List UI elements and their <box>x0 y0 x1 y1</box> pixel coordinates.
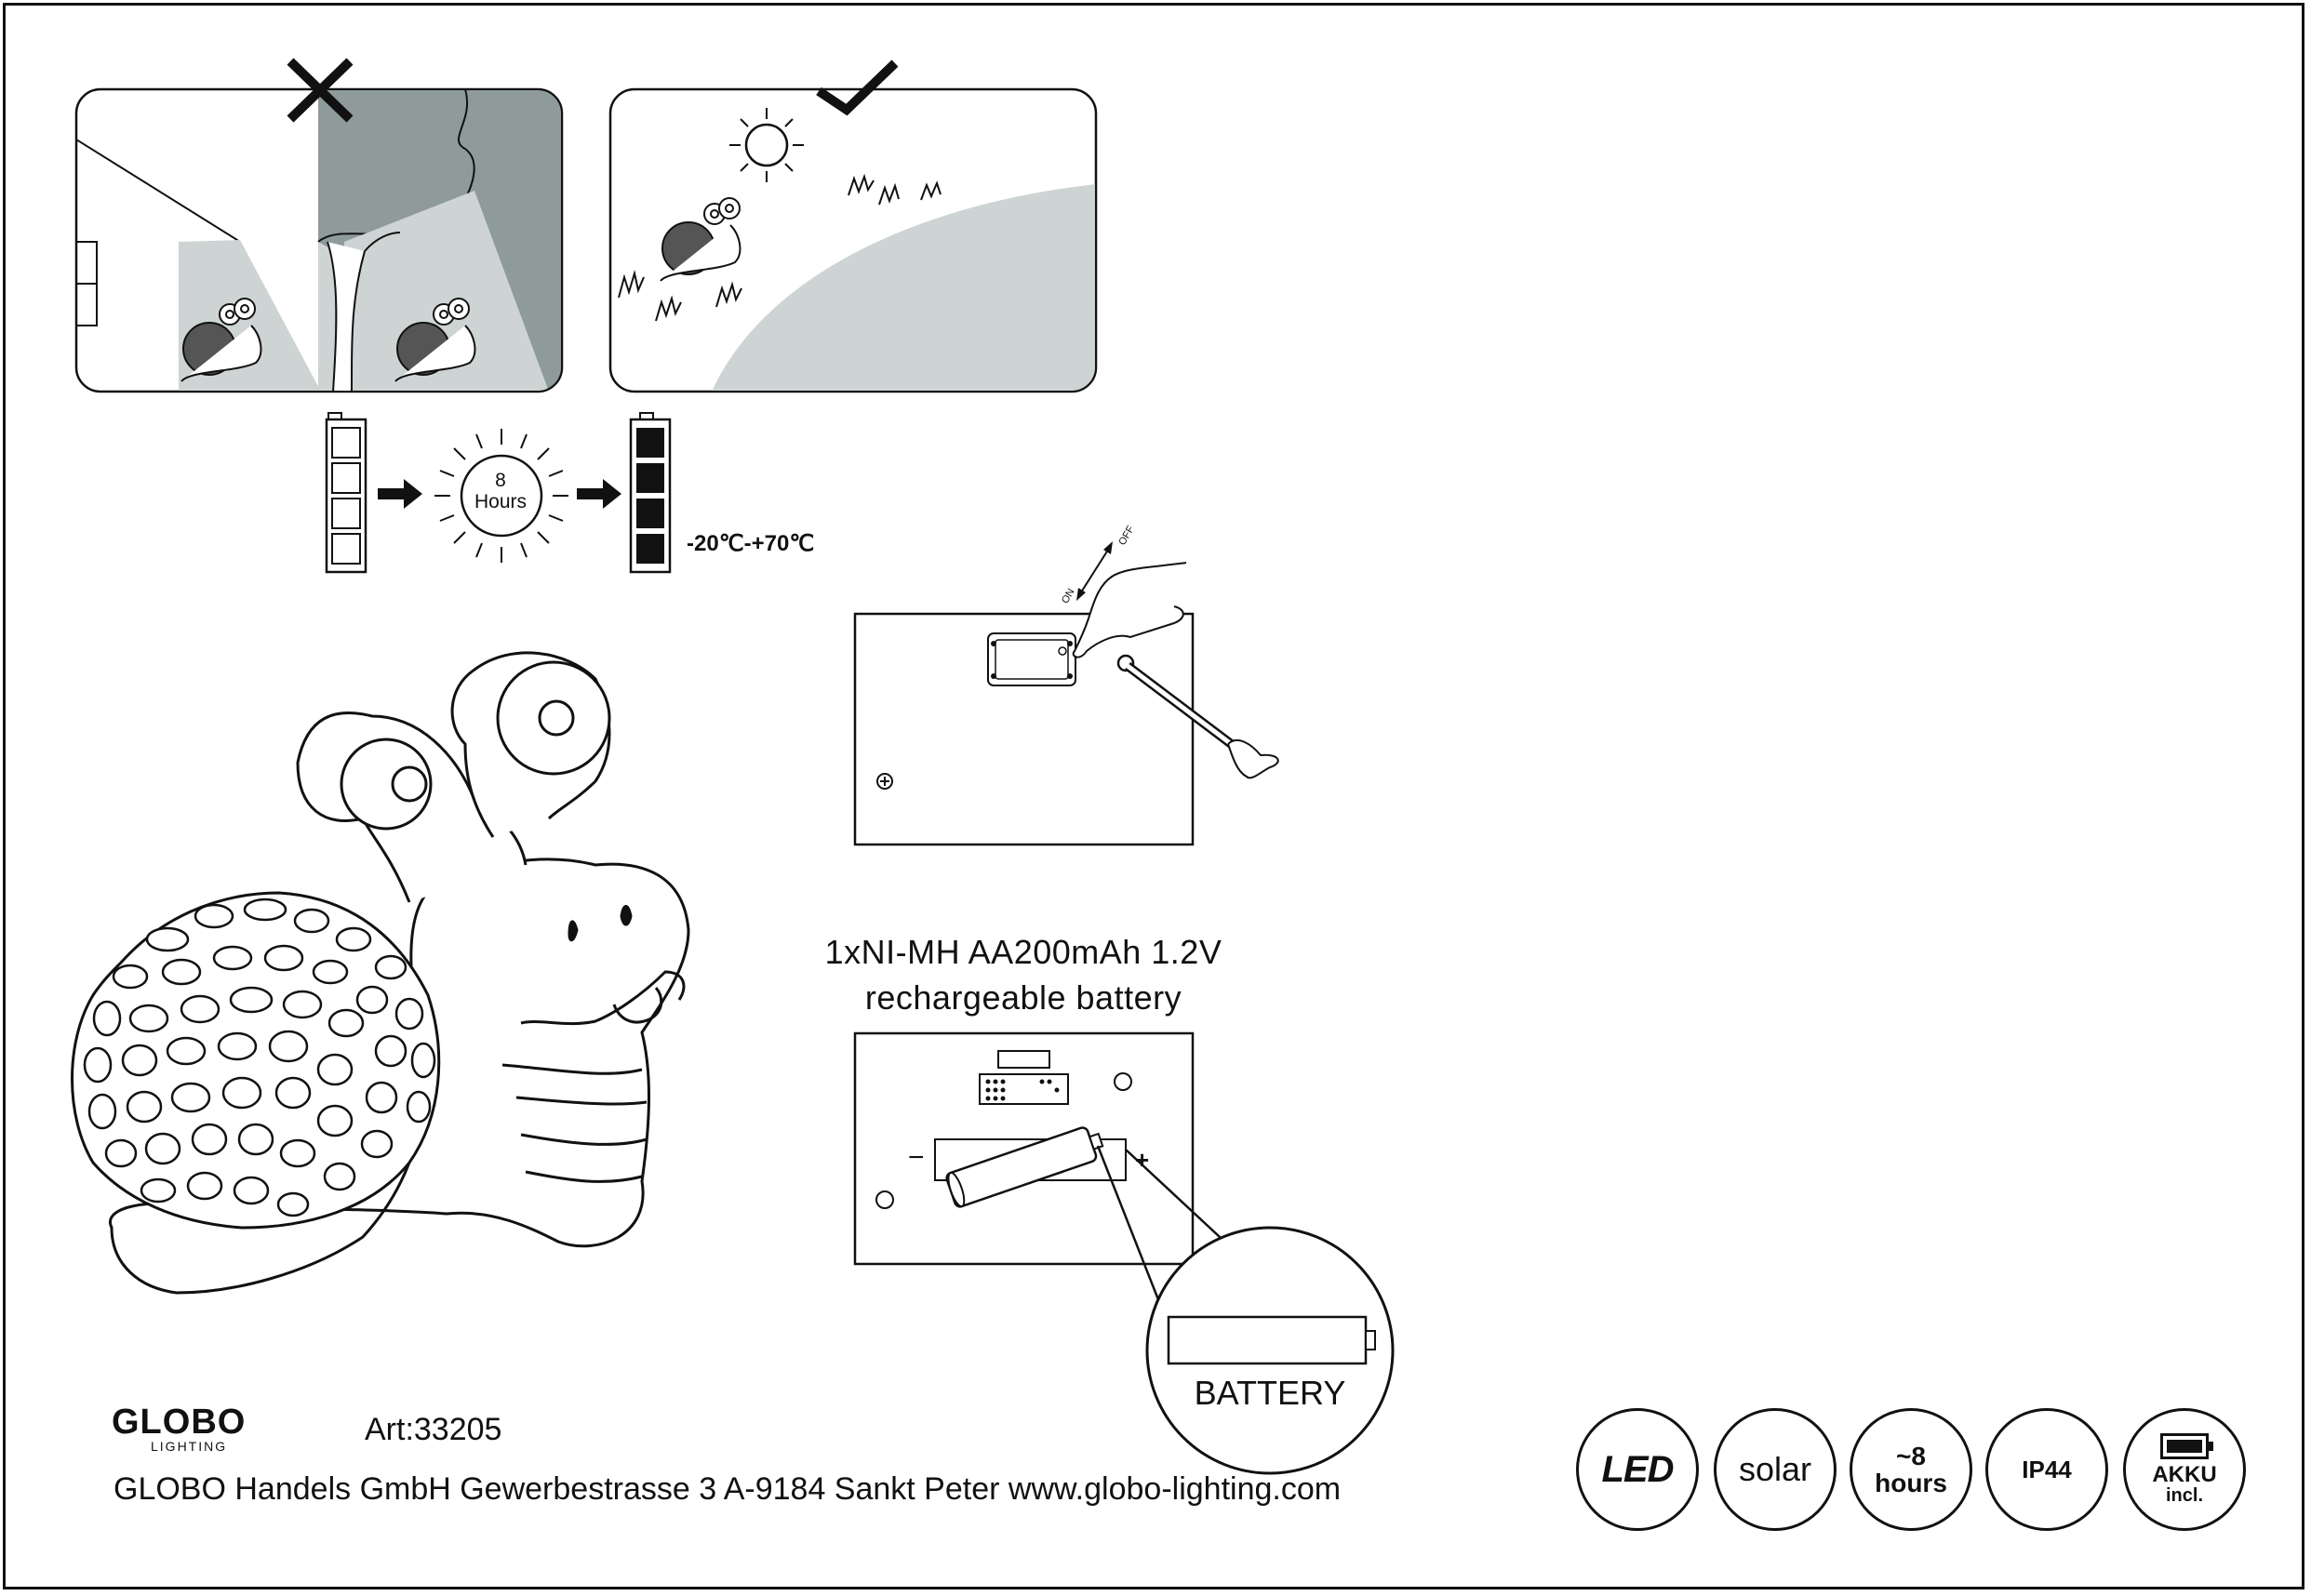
battery-icon <box>325 412 367 574</box>
akku-badge-label: AKKU <box>2152 1461 2217 1487</box>
led-badge-label: LED <box>1601 1448 1675 1490</box>
battery-spec-line2: rechargeable battery <box>864 978 1182 1017</box>
page-border <box>3 3 2304 1589</box>
snail-icon <box>660 197 741 282</box>
charging-hours-unit: Hours <box>474 491 528 513</box>
led-badge: LED <box>1576 1408 1699 1531</box>
hours-badge-value: ~8 <box>1896 1441 1926 1470</box>
hours-badge: ~8 hours <box>1850 1408 1972 1531</box>
ip-rating-badge: IP44 <box>1985 1408 2108 1531</box>
battery-callout-label: BATTERY <box>1194 1374 1346 1412</box>
battery-icon <box>2160 1432 2213 1459</box>
battery-icon <box>629 412 672 574</box>
cross-icon <box>287 58 354 123</box>
battery-compartment <box>853 1031 1395 1475</box>
sun-icon <box>434 429 568 563</box>
sun-icon <box>729 108 804 182</box>
check-icon <box>816 60 899 116</box>
panel-sun-correct <box>608 60 1098 393</box>
screwdriver-icon <box>1124 662 1279 779</box>
akku-badge-incl: incl. <box>2165 1485 2203 1507</box>
hand-icon <box>1072 562 1187 658</box>
battery-plus-sign: + <box>1135 1146 1150 1174</box>
brand-logo: GLOBO <box>112 1403 247 1442</box>
hours-badge-unit: hours <box>1875 1469 1947 1497</box>
arrow-right-icon <box>378 479 422 509</box>
akku-badge: AKKU incl. <box>2123 1408 2246 1531</box>
temperature-range: -20℃-+70℃ <box>687 531 815 556</box>
charging-hours-label: 8 Hours <box>454 470 547 512</box>
snail-icon <box>394 298 476 382</box>
snail-icon <box>180 298 262 382</box>
company-address: GLOBO Handels GmbH Gewerbestrasse 3 A-91… <box>114 1471 1342 1507</box>
charging-hours-number: 8 <box>495 470 506 491</box>
battery-spec-line1: 1xNI-MH AA200mAh 1.2V <box>824 933 1222 971</box>
solar-badge: solar <box>1714 1408 1837 1531</box>
article-number: Art:33205 <box>365 1412 502 1447</box>
ip-rating-label: IP44 <box>2022 1455 2072 1483</box>
arrow-right-icon <box>577 479 621 509</box>
solar-badge-label: solar <box>1738 1450 1812 1488</box>
battery-minus-sign: − <box>908 1142 925 1173</box>
charging-sequence <box>325 412 672 574</box>
brand-logo-sub: LIGHTING <box>151 1439 228 1454</box>
panel-shade-wrong <box>74 58 564 393</box>
battery-spec: 1xNI-MH AA200mAh 1.2V rechargeable batte… <box>800 930 1247 1020</box>
switch-diagram <box>853 541 1279 846</box>
shell-texture <box>83 898 436 1217</box>
